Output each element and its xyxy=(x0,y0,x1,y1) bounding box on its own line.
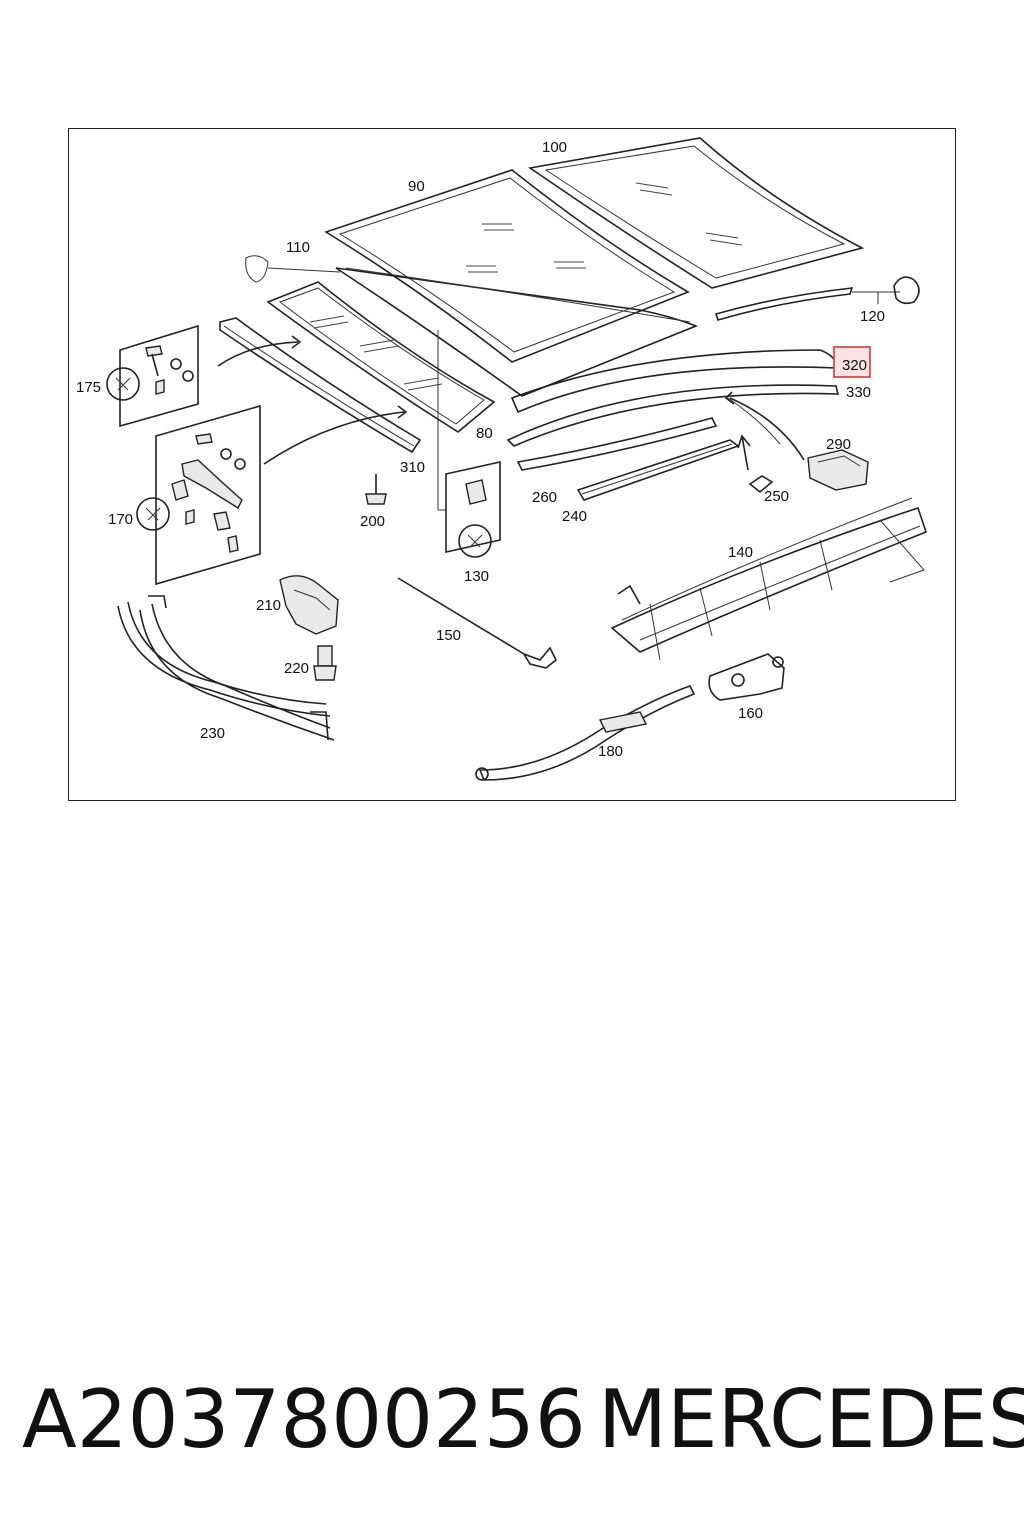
callout-130: 130 xyxy=(464,568,489,585)
callout-150: 150 xyxy=(436,627,461,644)
part-number: A2037800256 xyxy=(22,1373,586,1466)
callout-330: 330 xyxy=(846,384,871,401)
part-180-linkage xyxy=(475,685,696,781)
part-290-drive-unit xyxy=(727,397,869,491)
callout-310: 310 xyxy=(400,459,425,476)
callout-170: 170 xyxy=(108,511,133,528)
part-110-seal-frame xyxy=(245,255,699,397)
callout-260: 260 xyxy=(532,489,557,506)
part-210-motor xyxy=(279,575,339,635)
brand-name: MERCEDES xyxy=(598,1373,1024,1466)
callout-290: 290 xyxy=(826,436,851,453)
callout-180: 180 xyxy=(598,743,623,760)
part-220-pin xyxy=(313,645,337,681)
highlight-box-320 xyxy=(833,346,871,378)
assembly-arrows xyxy=(217,335,805,465)
callout-100: 100 xyxy=(542,139,567,156)
callout-120: 120 xyxy=(860,308,885,325)
parts-diagram-frame xyxy=(68,128,956,801)
callout-250: 250 xyxy=(764,488,789,505)
part-150-cable xyxy=(397,577,558,669)
part-140-guide-rail xyxy=(610,497,927,661)
callout-220: 220 xyxy=(284,660,309,677)
part-175-screw-kit xyxy=(106,324,199,428)
part-260-cover-strip xyxy=(516,417,718,471)
part-330-roof-strip xyxy=(506,384,840,447)
callout-200: 200 xyxy=(360,513,385,530)
callout-240: 240 xyxy=(562,508,587,525)
callout-320: 320 xyxy=(842,357,867,374)
part-90-front-glass xyxy=(324,169,690,363)
callout-175: 175 xyxy=(76,379,101,396)
callout-90: 90 xyxy=(408,178,425,195)
part-100-rear-glass xyxy=(527,137,865,289)
part-240-wind-deflector xyxy=(576,439,740,501)
part-310-front-rail xyxy=(219,317,422,454)
callout-110: 110 xyxy=(286,239,310,256)
callout-160: 160 xyxy=(738,705,763,722)
part-80-sun-shade xyxy=(266,281,496,511)
part-120-side-seal xyxy=(714,276,920,321)
callout-230: 230 xyxy=(200,725,225,742)
callout-80: 80 xyxy=(476,425,493,442)
product-caption: A2037800256 MERCEDES xyxy=(22,1370,1024,1470)
part-200-bolt xyxy=(365,474,387,505)
part-230-drive-cables xyxy=(117,595,335,741)
callout-140: 140 xyxy=(728,544,753,561)
part-130-clip-kit xyxy=(445,461,501,558)
part-160-bracket xyxy=(708,653,785,701)
callout-210: 210 xyxy=(256,597,281,614)
part-170-hardware-kit xyxy=(136,404,261,586)
part-250-clip xyxy=(737,434,774,494)
